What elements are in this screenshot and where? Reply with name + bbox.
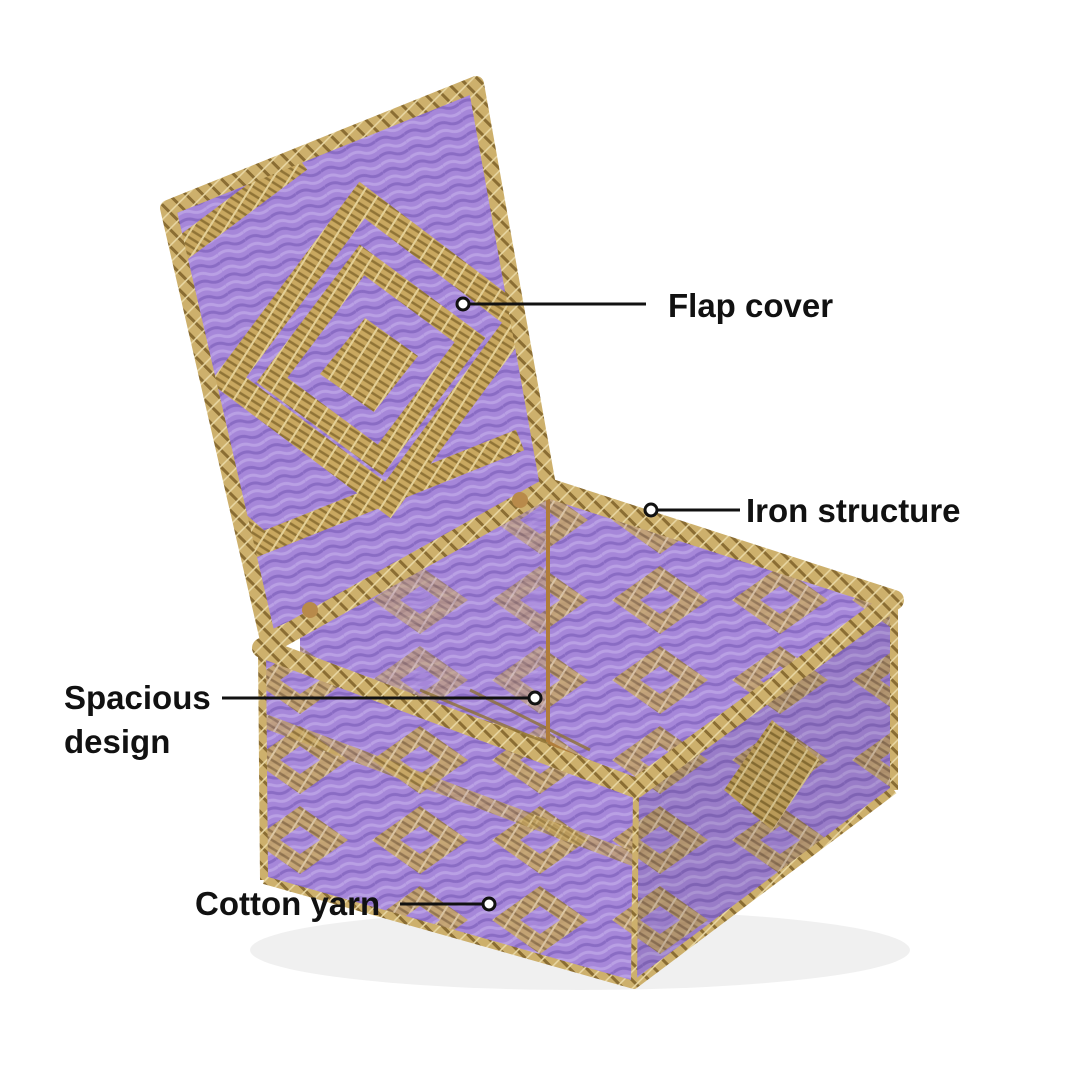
callout-cotton-yarn: Cotton yarn xyxy=(195,885,381,922)
callout-flap-cover: Flap cover xyxy=(668,287,834,324)
callout-lines xyxy=(222,296,740,912)
callout-spacious-line2: design xyxy=(64,723,171,760)
callout-spacious-design: Spacious design xyxy=(64,676,211,764)
callout-spacious-line1: Spacious xyxy=(64,679,211,716)
basket-rim xyxy=(252,478,904,989)
callout-iron-structure: Iron structure xyxy=(746,492,961,529)
